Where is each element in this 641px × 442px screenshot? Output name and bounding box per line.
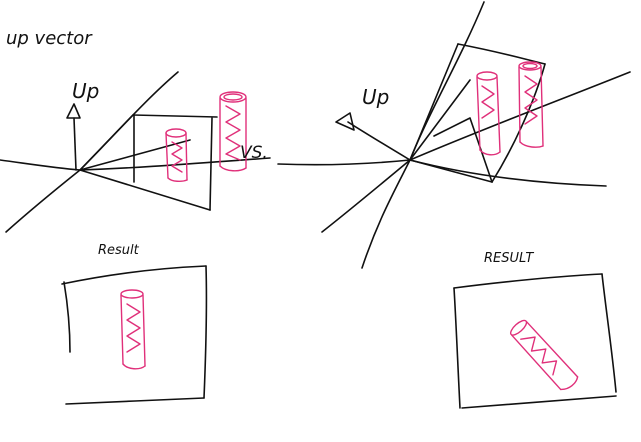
left-frustum-mid-ray — [79, 139, 191, 171]
right-frustum-inner — [433, 117, 493, 183]
right-up-arrow-head — [335, 112, 355, 131]
left-result-frame-bottom — [65, 397, 205, 405]
right-result-frame-right — [601, 273, 617, 393]
right-result: RESULT — [453, 251, 617, 409]
left-ground-line — [0, 157, 271, 171]
right-frustum-bottom — [409, 159, 493, 183]
title-label: up vector — [6, 28, 93, 49]
right-small-cylinder — [476, 71, 501, 156]
right-lower-ray-1 — [321, 159, 411, 233]
right-big-cylinder — [518, 61, 544, 148]
left-up-label: Up — [72, 79, 99, 103]
left-result-frame-left — [63, 281, 71, 353]
right-ground-line — [277, 159, 607, 187]
left-lower-line — [5, 169, 81, 233]
left-frustum-top-ray — [79, 114, 134, 171]
right-long-diagonal — [409, 1, 485, 161]
vs-label: VS. — [240, 143, 268, 163]
right-scene: Up — [277, 1, 631, 269]
left-result: Result — [61, 243, 208, 405]
left-big-cylinder — [219, 91, 247, 172]
left-small-cylinder — [165, 128, 188, 183]
right-frustum-mid-ray — [409, 79, 471, 161]
right-result-cylinder — [509, 319, 579, 391]
left-frustum-top — [132, 114, 218, 118]
right-frustum-left-edge — [409, 43, 459, 161]
right-result-frame-top — [453, 273, 603, 289]
left-result-label: Result — [98, 243, 140, 258]
left-result-cylinder — [120, 289, 146, 370]
right-result-frame-bottom — [461, 395, 617, 409]
left-up-arrow-head — [66, 103, 81, 119]
right-result-label: RESULT — [484, 251, 534, 266]
left-result-frame-top — [61, 265, 207, 285]
left-result-frame-right — [203, 265, 208, 399]
right-up-label: Up — [362, 85, 389, 109]
left-scene: Up VS. — [0, 71, 271, 233]
left-up-arrow-shaft — [73, 117, 77, 171]
right-result-frame-left — [453, 287, 461, 409]
right-lower-ray-2 — [361, 159, 411, 269]
right-up-arrow-shaft — [347, 121, 411, 161]
left-frustum-far-edge — [209, 117, 213, 211]
left-frustum-bottom — [79, 169, 211, 211]
right-frustum-top — [457, 43, 546, 65]
